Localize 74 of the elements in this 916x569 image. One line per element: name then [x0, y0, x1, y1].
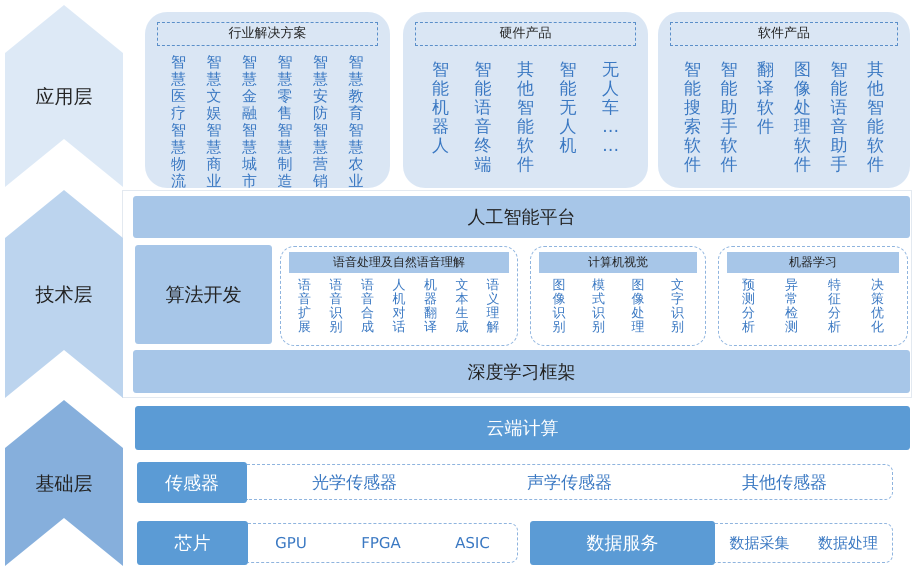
layer-label: 应用层	[34, 85, 94, 110]
item-label: 其他智能软件	[867, 61, 884, 175]
dashed-box	[248, 523, 518, 563]
item-label: 智慧商业	[206, 122, 222, 190]
item-label: 其他传感器	[742, 472, 827, 494]
layer-bar: 传感器	[137, 462, 247, 503]
item-label: 语音合成	[361, 279, 374, 335]
dashed-box	[247, 464, 893, 500]
item-label: 数据处理	[818, 534, 878, 552]
item-label: ASIC	[455, 534, 490, 552]
item-label: 智慧安防	[313, 54, 328, 122]
layer-band	[5, 5, 123, 187]
item-label: 智能语音终端	[474, 61, 492, 175]
dashed-group	[280, 246, 518, 346]
item-label: 图像处理软件	[794, 61, 811, 175]
layer-bar: 芯片	[137, 521, 248, 565]
panel	[145, 12, 390, 188]
layer-band	[5, 190, 123, 398]
item-label: 语义理解	[486, 279, 500, 335]
item-label: 机器翻译	[424, 279, 437, 335]
group-heading: 机器学习	[727, 252, 899, 273]
layer-label: 基础层	[34, 472, 94, 497]
item-label: 智能机器人	[432, 61, 449, 156]
item-label: 智慧营销	[313, 122, 328, 190]
item-label: 翻译软件	[757, 61, 774, 137]
item-label: 特征分析	[828, 279, 841, 335]
item-label: 异常检测	[785, 279, 798, 335]
panel	[658, 12, 910, 188]
item-label: 声学传感器	[527, 472, 612, 494]
item-label: 智慧文娱	[206, 54, 222, 122]
panel-heading: 软件产品	[670, 22, 898, 46]
layer-bar: 深度学习框架	[133, 350, 910, 393]
item-label: 智慧制造	[278, 122, 293, 190]
dashed-group	[718, 246, 908, 346]
group-heading: 语音处理及自然语音理解	[289, 252, 509, 273]
panel	[403, 12, 648, 188]
item-label: 智慧城市	[242, 122, 258, 190]
item-label: 图像处理	[631, 279, 644, 335]
item-label: 智慧物流	[171, 122, 186, 190]
layer-bar: 数据服务	[530, 521, 715, 565]
item-label: 决策优化	[871, 279, 884, 335]
item-label: 智能助手软件	[720, 61, 738, 175]
item-label: 模式识别	[592, 279, 605, 335]
item-label: 语音识别	[330, 279, 343, 335]
layer-bar: 算法开发	[135, 245, 272, 344]
item-label: 人机对话	[392, 279, 406, 335]
layer-band	[5, 400, 123, 566]
layer-label: 技术层	[34, 283, 94, 308]
item-label: 智慧教育	[348, 54, 364, 122]
item-label: 智能无人机	[560, 61, 577, 156]
item-label: 无人车……	[602, 61, 620, 156]
item-label: 其他智能软件	[516, 61, 534, 175]
item-label: 图像识别	[552, 279, 566, 335]
group-heading: 计算机视觉	[539, 252, 697, 273]
item-label: 数据采集	[729, 534, 790, 552]
layer-bar: 云端计算	[135, 406, 910, 450]
item-label: 智能语音助手	[830, 61, 848, 175]
item-label: 智慧医疗	[171, 54, 186, 122]
panel-heading: 硬件产品	[415, 22, 636, 46]
item-label: 智慧农业	[348, 122, 364, 190]
item-label: 智慧零售	[278, 54, 293, 122]
item-label: 智能搜索软件	[684, 61, 701, 175]
item-label: 语音扩展	[298, 279, 312, 335]
panel-heading: 行业解决方案	[157, 22, 378, 46]
dashed-box	[715, 523, 893, 563]
item-label: 文字识别	[670, 279, 684, 335]
item-label: 光学传感器	[312, 472, 397, 494]
item-label: 智慧金融	[242, 54, 258, 122]
layer-bar: 人工智能平台	[133, 196, 910, 238]
dashed-group	[530, 246, 706, 346]
item-label: FPGA	[361, 534, 401, 552]
item-label: 预测分析	[742, 279, 755, 335]
item-label: 文本生成	[455, 279, 468, 335]
item-label: GPU	[275, 534, 307, 552]
